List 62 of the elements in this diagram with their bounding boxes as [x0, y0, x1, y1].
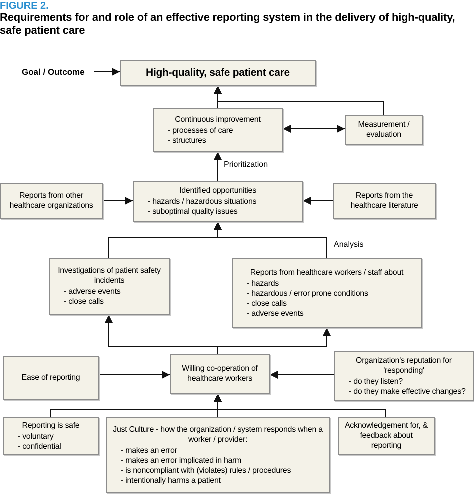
- arrow: [94, 68, 120, 76]
- box-text: Just Culture - how the organization / system responds when a worker / provider:: [113, 424, 323, 444]
- arrow: [282, 125, 346, 133]
- list-item: - voluntary: [17, 432, 55, 442]
- box-text: High-quality, safe patient care: [145, 67, 291, 79]
- process-box: [334, 351, 474, 401]
- arrow: [102, 197, 134, 205]
- process-box: [133, 181, 303, 222]
- list-item: - intentionally harms a patient: [120, 476, 222, 486]
- box-text: Organization's reputation for 'responding': [355, 356, 453, 376]
- process-box: [170, 354, 270, 394]
- list-item: - makes an error: [120, 446, 178, 456]
- list-item: - do they make effective changes?: [348, 386, 467, 396]
- process-box: [232, 258, 422, 328]
- goal-label: Goal / Outcome: [22, 66, 94, 78]
- list-item: - close calls: [246, 298, 288, 308]
- box-text: Willing co-operation of healthcare workers: [181, 364, 259, 384]
- arrow: [214, 222, 328, 258]
- box-text: Ease of reporting: [20, 373, 82, 383]
- box-text: Reporting is safe: [21, 420, 81, 430]
- list-item: - do they listen?: [348, 376, 404, 386]
- list-item: - hazardous / error prone conditions: [246, 288, 370, 298]
- box-text: Measurement / evaluation: [357, 120, 411, 140]
- list-item: - hazards: [246, 278, 280, 288]
- box-text: Reports from other healthcare organizations: [8, 191, 94, 211]
- list-item: - is noncompliant with (violates) rules / procedures: [120, 466, 292, 476]
- list-item: - adverse events: [63, 287, 122, 297]
- list-item: - hazards / hazardous situations: [147, 197, 258, 207]
- arrow: [214, 152, 222, 182]
- list-item: - suboptimal quality issues: [147, 207, 239, 217]
- box-text: Acknowledgement for, & feedback about reporting: [345, 421, 428, 451]
- process-box: [345, 115, 423, 145]
- process-box: [338, 417, 435, 455]
- edge-label: Prioritization: [223, 160, 270, 170]
- box-text: Reports from the healthcare literature: [350, 191, 420, 211]
- arrow: [270, 371, 334, 379]
- box-text: Investigations of patient safety incidents: [57, 266, 162, 286]
- title: Requirements for and role of an effective reporting system in the delivery of high-quality, safe patient care: [0, 12, 456, 38]
- box-text: Continuous improvement: [174, 114, 262, 124]
- list-item: - adverse events: [246, 308, 305, 318]
- process-box: [3, 356, 99, 400]
- figure-number: FIGURE 2.: [0, 0, 49, 13]
- process-box: [106, 417, 330, 493]
- box-text: Reports from healthcare workers / staff about: [249, 268, 405, 278]
- process-box: [153, 108, 283, 152]
- box-text: Identified opportunities: [178, 186, 258, 196]
- list-item: - confidential: [17, 442, 62, 452]
- arrow: [218, 328, 331, 354]
- arrow: [98, 371, 170, 379]
- list-item: - close calls: [63, 297, 105, 307]
- list-item: - makes an error implicated in harm: [120, 456, 243, 466]
- edge-label: Analysis: [333, 240, 365, 250]
- arrow: [302, 197, 334, 205]
- process-box: [49, 258, 170, 315]
- arrow: [214, 394, 386, 418]
- list-item: - structures: [167, 136, 208, 146]
- list-item: - processes of care: [167, 126, 234, 136]
- process-box: [0, 183, 103, 219]
- process-box: [120, 60, 316, 86]
- arrow: [214, 86, 384, 116]
- process-box: [333, 183, 436, 219]
- process-box: [3, 417, 99, 455]
